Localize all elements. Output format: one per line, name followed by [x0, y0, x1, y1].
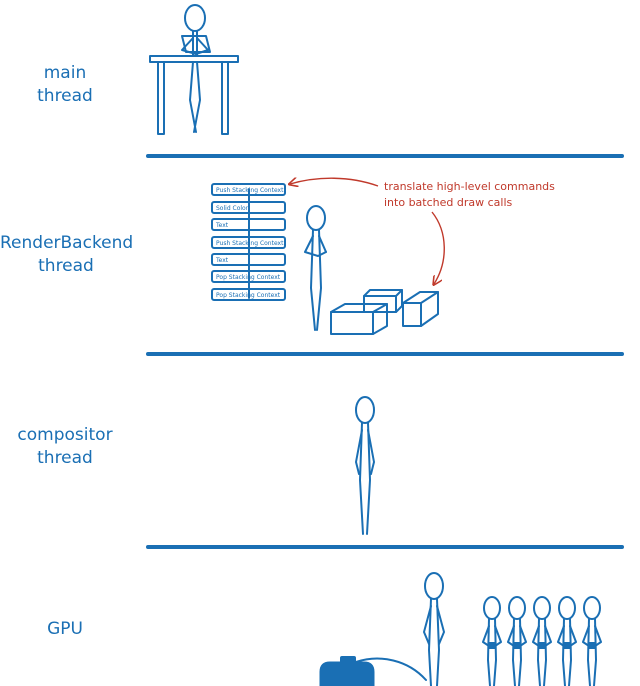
gpu-worker-figure [507, 596, 527, 686]
display-list-item-text: Push Stacking Context [216, 187, 284, 194]
compositor-thread-label-line1: compositor [17, 425, 113, 445]
compositor-worker-figure [355, 396, 375, 535]
display-list-item-text: Solid Color [216, 205, 249, 212]
main-thread-label: main thread [20, 62, 110, 108]
display-list-item: Push Stacking Context [211, 183, 286, 196]
lane-divider-renderbackend [146, 352, 624, 356]
renderbackend-thread-label-line1: RenderBackend [0, 233, 134, 253]
renderbackend-worker-figure [304, 205, 327, 331]
compositor-thread-label-line2: thread [37, 448, 93, 468]
renderbackend-thread-label-line2: thread [38, 256, 94, 276]
gpu-worker-figure [557, 596, 577, 686]
lane-divider-main [146, 154, 624, 158]
display-list-item-text: Text [215, 257, 229, 264]
display-list-item-text: Text [215, 222, 229, 229]
annotation-line2: into batched draw calls [384, 196, 513, 209]
gpu-label-line1: GPU [47, 619, 83, 639]
display-list-item: Solid Color [211, 201, 286, 214]
arrow-to-batches [431, 211, 445, 284]
display-list-item: Pop Stacking Context [211, 288, 286, 301]
gpu-worker-figure [582, 596, 602, 686]
display-list-item: Text [211, 218, 286, 231]
compositor-thread-label: compositor thread [5, 424, 125, 470]
draw-call-box [363, 289, 403, 313]
gpu-foreman-figure [423, 572, 445, 686]
gpu-worker-figure [482, 596, 502, 686]
batching-annotation: translate high-level commands into batch… [290, 178, 555, 284]
batched-draw-call-boxes [330, 289, 439, 335]
gpu-canister [319, 656, 427, 686]
gpu-worker-figure [532, 596, 552, 686]
display-list-item-text: Pop Stacking Context [216, 292, 281, 299]
main-thread-label-line2: thread [37, 86, 93, 106]
display-list-item: Push Stacking Context [211, 236, 286, 249]
display-list-item-text: Pop Stacking Context [216, 274, 281, 281]
display-list: Push Stacking Context Solid Color Text P… [211, 183, 286, 301]
display-list-item: Pop Stacking Context [211, 270, 286, 283]
annotation-line1: translate high-level commands [384, 180, 555, 193]
lane-divider-compositor [146, 545, 624, 549]
display-list-item: Text [211, 253, 286, 266]
main-thread-label-line1: main [43, 63, 87, 83]
renderbackend-thread-label: RenderBackend thread [0, 232, 134, 278]
arrow-to-display-list [290, 178, 379, 186]
draw-call-box [330, 303, 388, 335]
display-list-item-text: Push Stacking Context [216, 240, 284, 247]
gpu-label: GPU [30, 618, 100, 641]
draw-call-box [402, 291, 439, 327]
main-thread-worker-figure [149, 4, 239, 135]
